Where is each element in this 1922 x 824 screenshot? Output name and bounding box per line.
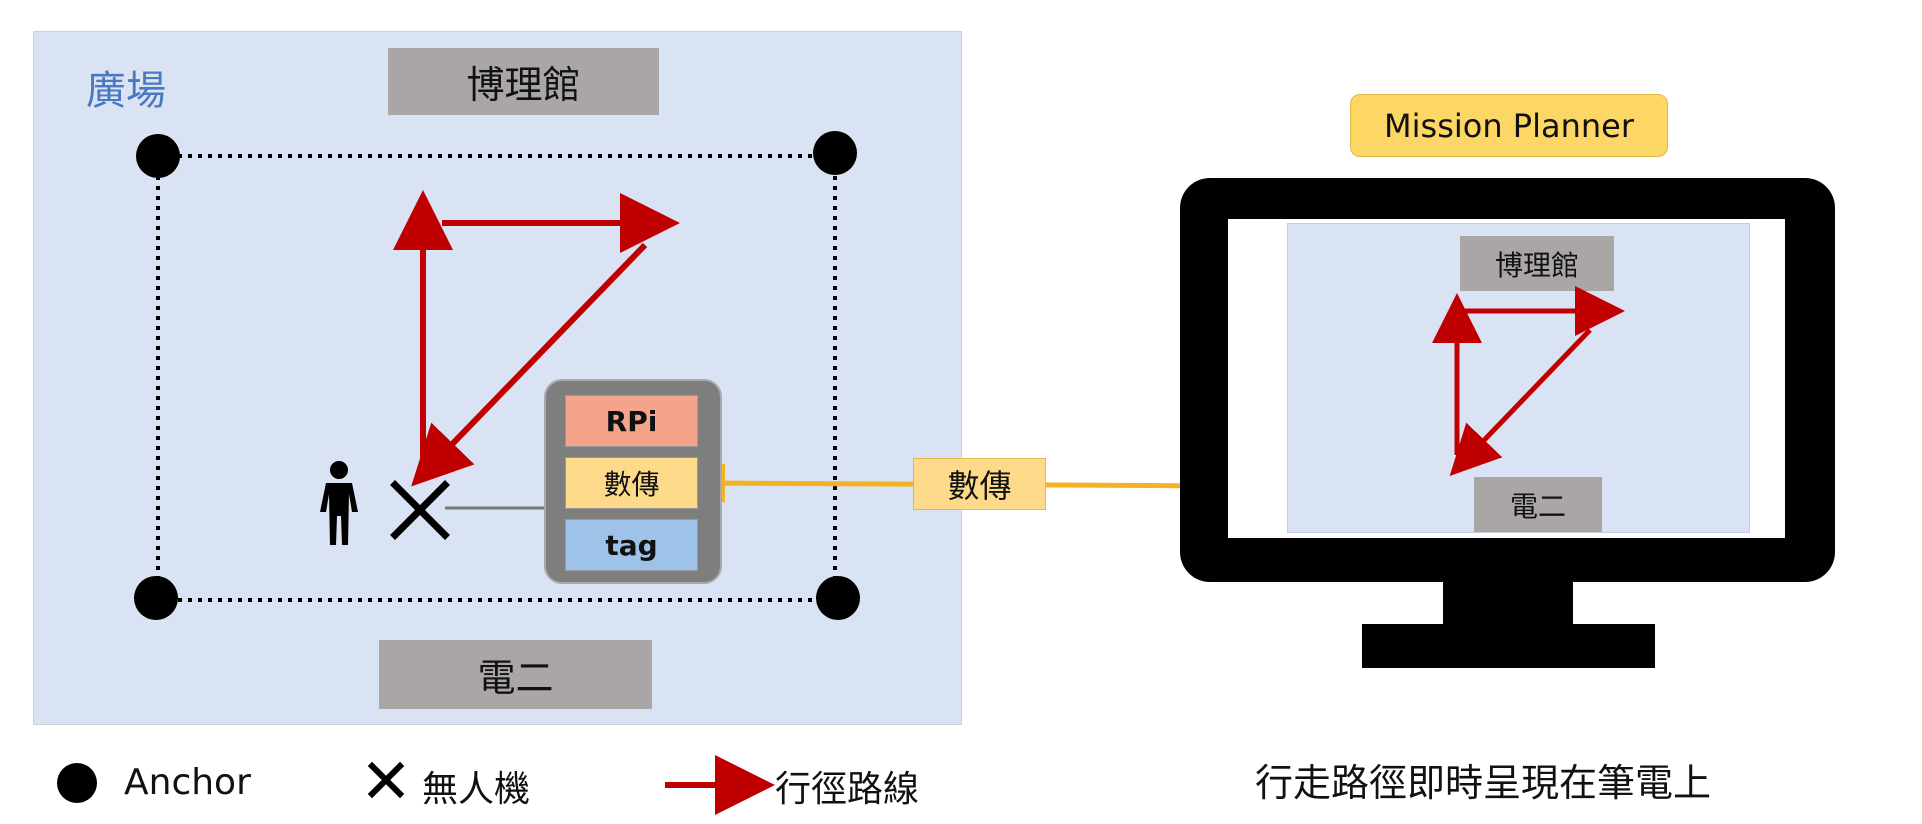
radio-block: 數傳 (565, 457, 698, 509)
building-top: 博理館 (388, 48, 659, 115)
monitor-neck (1443, 580, 1573, 630)
monitor-base (1362, 624, 1655, 668)
plaza-area (33, 31, 962, 725)
mini-building-bottom: 電二 (1474, 477, 1602, 532)
mini-building-top: 博理館 (1460, 236, 1614, 291)
anchor-boundary (156, 154, 837, 602)
anchor-dot (813, 131, 857, 175)
person-icon (320, 461, 358, 545)
legend-drone-x-icon (367, 761, 405, 799)
legend-drone-label: 無人機 (422, 769, 531, 810)
flight-path (393, 190, 680, 487)
building-bottom: 電二 (379, 640, 652, 709)
radio-link-label: 數傳 (913, 458, 1046, 510)
anchor-dot (136, 134, 180, 178)
plaza-label: 廣場 (86, 68, 166, 114)
tag-block: tag (565, 519, 698, 571)
anchor-dot (816, 576, 860, 620)
legend-anchor-label: Anchor (124, 762, 251, 803)
mission-planner-badge: Mission Planner (1350, 94, 1668, 157)
rpi-block: RPi (565, 395, 698, 447)
anchor-dot (134, 576, 178, 620)
legend-path-label: 行徑路線 (775, 769, 920, 810)
drone-x-icon (390, 480, 450, 540)
legend-anchor-dot (57, 763, 97, 803)
mini-flight-path (1432, 286, 1625, 477)
caption: 行走路徑即時呈現在筆電上 (1255, 761, 1712, 805)
